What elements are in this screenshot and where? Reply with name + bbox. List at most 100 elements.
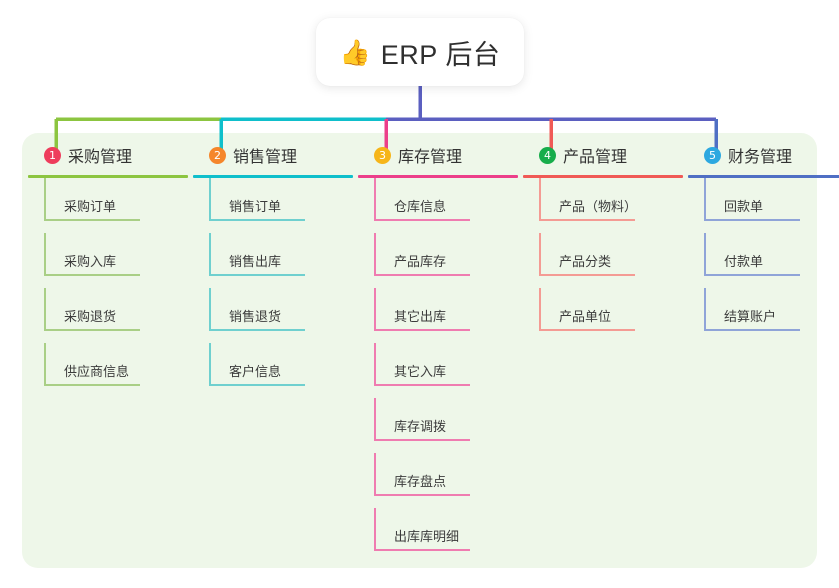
- menu-item-label: 产品（物料）: [559, 199, 638, 214]
- column-items: 销售订单销售出库销售退货客户信息: [193, 178, 353, 398]
- menu-item[interactable]: 供应商信息: [44, 343, 188, 398]
- item-underline: [374, 439, 470, 441]
- page-title: ERP 后台: [380, 39, 501, 70]
- menu-item-label: 产品库存: [394, 254, 447, 269]
- menu-item-label: 库存调拨: [394, 419, 447, 434]
- item-underline: [44, 219, 140, 221]
- item-stem: [539, 233, 541, 276]
- menu-item[interactable]: 出库库明细: [374, 508, 518, 563]
- menu-item[interactable]: 销售出库: [209, 233, 353, 288]
- item-underline: [209, 329, 305, 331]
- item-underline: [704, 219, 800, 221]
- item-stem: [704, 233, 706, 276]
- item-underline: [44, 384, 140, 386]
- menu-item-label: 产品分类: [559, 254, 612, 269]
- item-underline: [704, 329, 800, 331]
- menu-item[interactable]: 产品单位: [539, 288, 683, 343]
- menu-item-label: 出库库明细: [394, 529, 460, 544]
- item-stem: [704, 288, 706, 331]
- menu-item-label: 客户信息: [229, 364, 282, 379]
- column-title: 销售管理: [233, 149, 298, 166]
- item-underline: [44, 274, 140, 276]
- item-underline: [44, 329, 140, 331]
- item-underline: [539, 274, 635, 276]
- item-underline: [374, 329, 470, 331]
- menu-item[interactable]: 其它出库: [374, 288, 518, 343]
- item-stem: [44, 288, 46, 331]
- menu-item-label: 销售出库: [229, 254, 282, 269]
- item-stem: [374, 178, 376, 221]
- root-node-card[interactable]: 👍 ERP 后台: [316, 18, 524, 86]
- menu-item-label: 销售退货: [229, 309, 282, 324]
- column-number-badge: 5: [704, 146, 721, 164]
- menu-item-label: 采购订单: [64, 199, 117, 214]
- column-2: 2 销售管理销售订单销售出库销售退货客户信息: [193, 143, 353, 398]
- menu-item-label: 采购入库: [64, 254, 117, 269]
- menu-item[interactable]: 销售退货: [209, 288, 353, 343]
- column-underline: [193, 175, 353, 178]
- item-underline: [704, 274, 800, 276]
- column-number-badge: 3: [374, 146, 391, 164]
- menu-item[interactable]: 其它入库: [374, 343, 518, 398]
- column-number-badge: 2: [209, 146, 226, 164]
- menu-item[interactable]: 产品库存: [374, 233, 518, 288]
- menu-item-label: 产品单位: [559, 309, 612, 324]
- column-underline: [523, 175, 683, 178]
- menu-item[interactable]: 采购订单: [44, 178, 188, 233]
- menu-item[interactable]: 客户信息: [209, 343, 353, 398]
- column-underline: [358, 175, 518, 178]
- menu-item[interactable]: 库存调拨: [374, 398, 518, 453]
- item-stem: [374, 453, 376, 496]
- item-underline: [374, 384, 470, 386]
- item-underline: [374, 494, 470, 496]
- item-underline: [209, 384, 305, 386]
- menu-item-label: 付款单: [724, 254, 764, 269]
- menu-item[interactable]: 结算账户: [704, 288, 839, 343]
- column-title: 产品管理: [563, 149, 628, 166]
- menu-item-label: 回款单: [724, 199, 764, 214]
- item-underline: [539, 329, 635, 331]
- menu-item[interactable]: 回款单: [704, 178, 839, 233]
- menu-item-label: 采购退货: [64, 309, 117, 324]
- item-underline: [374, 219, 470, 221]
- item-underline: [209, 274, 305, 276]
- menu-item-label: 其它出库: [394, 309, 447, 324]
- item-stem: [539, 178, 541, 221]
- menu-item-label: 结算账户: [724, 309, 777, 324]
- item-stem: [44, 233, 46, 276]
- column-header-3[interactable]: 3 库存管理: [358, 143, 518, 167]
- menu-item[interactable]: 产品分类: [539, 233, 683, 288]
- column-title: 库存管理: [398, 149, 463, 166]
- item-stem: [44, 178, 46, 221]
- menu-item[interactable]: 付款单: [704, 233, 839, 288]
- menu-item[interactable]: 采购入库: [44, 233, 188, 288]
- menu-item[interactable]: 销售订单: [209, 178, 353, 233]
- menu-item-label: 供应商信息: [64, 364, 130, 379]
- item-underline: [374, 274, 470, 276]
- column-items: 仓库信息产品库存其它出库其它入库库存调拨库存盘点出库库明细: [358, 178, 518, 563]
- item-stem: [374, 508, 376, 551]
- column-title: 采购管理: [68, 149, 133, 166]
- menu-item[interactable]: 库存盘点: [374, 453, 518, 508]
- item-stem: [374, 288, 376, 331]
- item-stem: [209, 288, 211, 331]
- item-stem: [209, 178, 211, 221]
- column-header-2[interactable]: 2 销售管理: [193, 143, 353, 167]
- column-items: 回款单付款单结算账户: [688, 178, 839, 343]
- menu-item[interactable]: 采购退货: [44, 288, 188, 343]
- item-stem: [374, 233, 376, 276]
- item-stem: [374, 343, 376, 386]
- item-stem: [209, 233, 211, 276]
- menu-item[interactable]: 仓库信息: [374, 178, 518, 233]
- column-underline: [688, 175, 839, 178]
- menu-item[interactable]: 产品（物料）: [539, 178, 683, 233]
- item-stem: [539, 288, 541, 331]
- menu-item-label: 仓库信息: [394, 199, 447, 214]
- item-stem: [704, 178, 706, 221]
